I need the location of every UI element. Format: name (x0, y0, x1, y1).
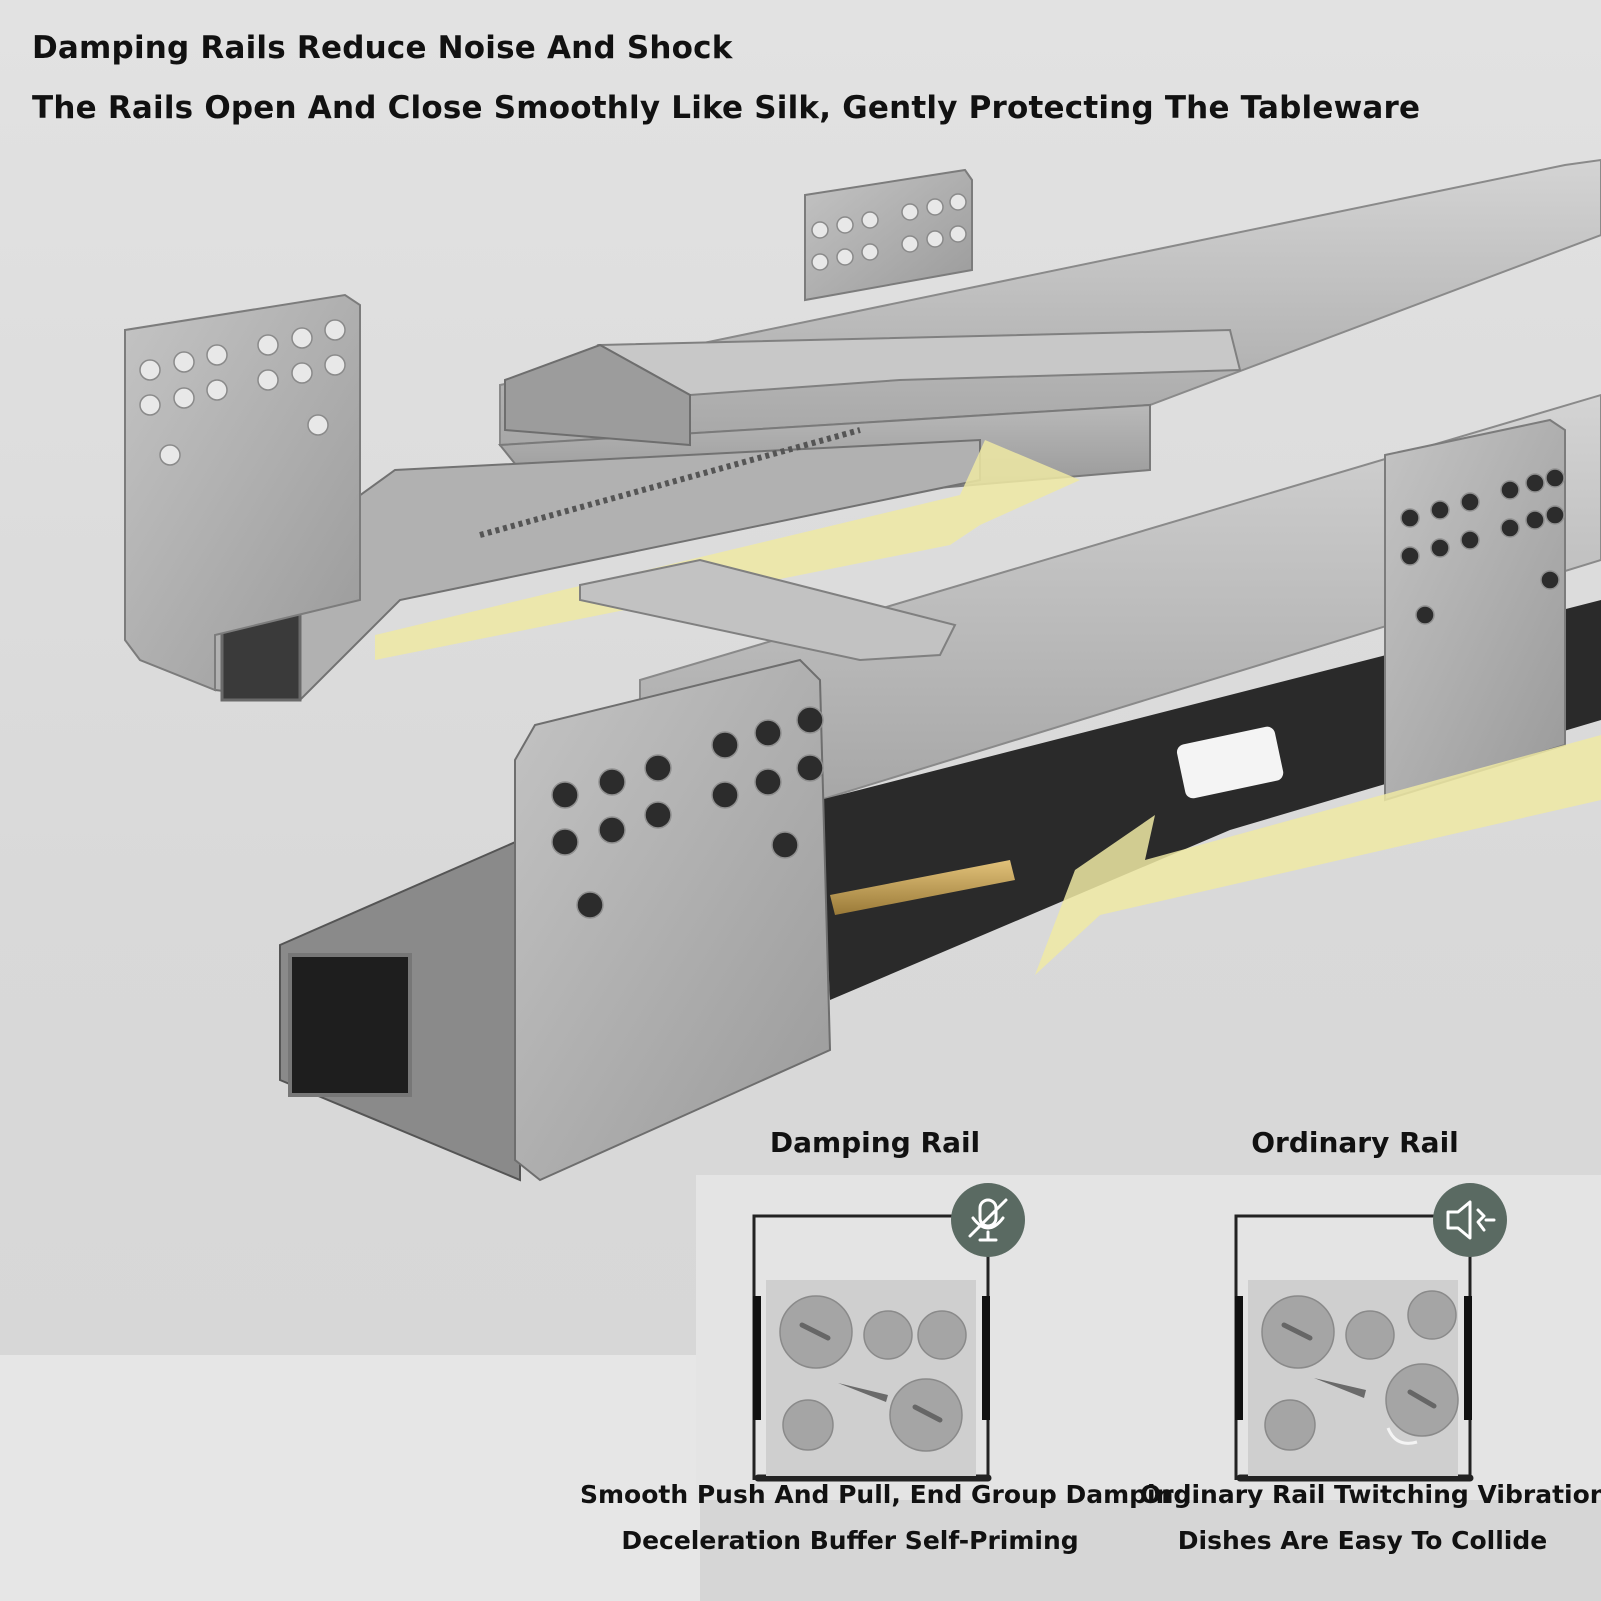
open-arrow (375, 440, 1080, 660)
mute-microphone-icon (968, 1198, 1008, 1242)
lower-rail (279, 393, 1601, 1182)
lower-bracket-holes (551, 468, 1565, 919)
ordinary-rail-diagram (1234, 1183, 1507, 1482)
upper-bracket-holes (139, 193, 967, 466)
speaker-noise-icon (1446, 1200, 1496, 1240)
damping-caption-line2: Deceleration Buffer Self-Priming (621, 1526, 1079, 1555)
ordinary-rail-label: Ordinary Rail (1251, 1126, 1459, 1159)
upper-rail (124, 158, 1601, 702)
damping-caption-line1: Smooth Push And Pull, End Group Damping (580, 1480, 1192, 1509)
damping-rail-diagram (752, 1183, 1025, 1482)
subheadline: The Rails Open And Close Smoothly Like S… (32, 90, 1421, 126)
damping-rail-label: Damping Rail (769, 1126, 981, 1159)
floor-shade (0, 1355, 700, 1601)
close-arrow (1035, 735, 1601, 975)
headline: Damping Rails Reduce Noise And Shock (32, 30, 733, 66)
rails-illustration (124, 158, 1601, 1182)
ordinary-caption-line2: Dishes Are Easy To Collide (1177, 1526, 1548, 1555)
ordinary-caption-line1: Ordinary Rail Twitching Vibration (1140, 1480, 1601, 1509)
